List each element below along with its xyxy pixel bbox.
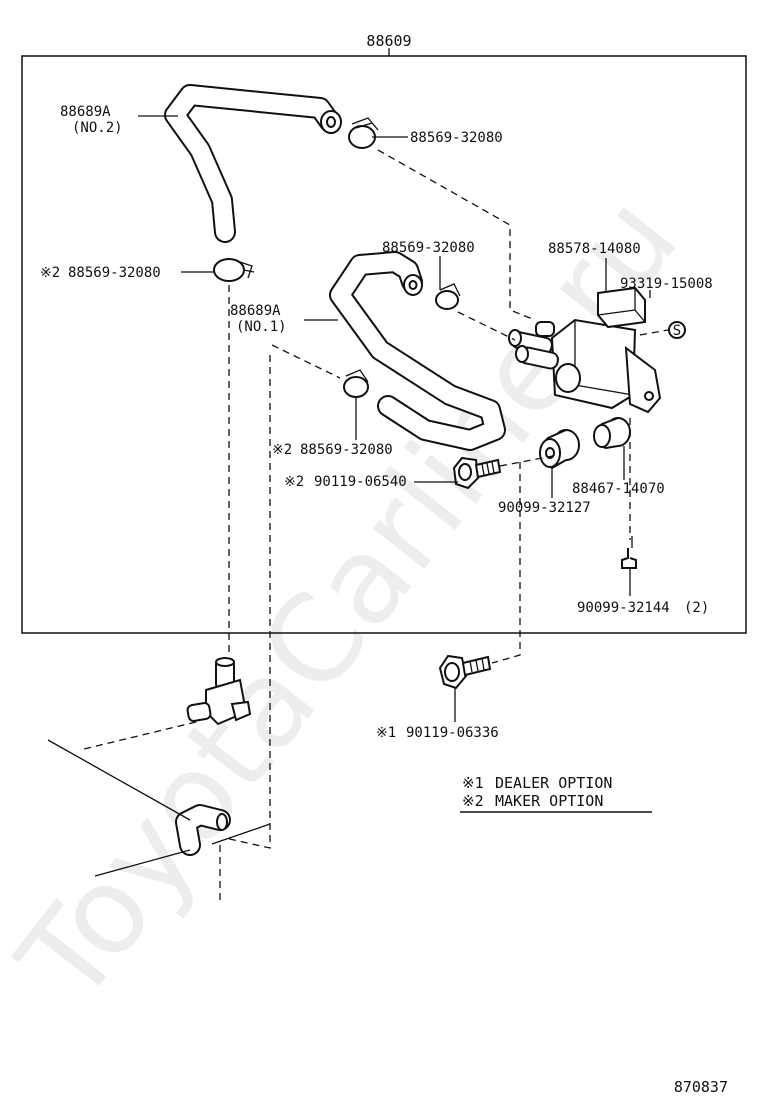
label-clip-lower-mark: ※2 [272,442,292,458]
label-cushion: 90099-32127 [498,500,591,516]
cushion [539,429,580,470]
hose-clip-mid [435,283,461,310]
label-screw: 90099-32144 [577,600,670,616]
elbow-hose [175,804,231,856]
panel-line-upper [47,739,191,821]
label-bolt-low-mark: ※1 [376,725,396,741]
hose-clip-lower [343,369,369,398]
panel-line-lower-r [211,823,271,845]
collar [593,417,631,450]
label-clip-left: 88569-32080 [68,265,161,281]
label-clip-top: 88569-32080 [410,130,503,146]
drawing-number: 870837 [674,1078,728,1096]
legend-text-1: DEALER OPTION [495,774,612,792]
hose-no2 [164,84,342,243]
bolt-mid [452,456,502,490]
assembly-number: 88609 [366,32,411,50]
legend: ※1 DEALER OPTION ※2 MAKER OPTION [460,774,652,813]
label-bolt-low: 90119-06336 [406,725,499,741]
legend-mark-1: ※1 [462,774,484,792]
s-symbol-text: S [673,323,681,339]
label-hose-no1-id: 88689A [230,303,281,319]
label-hose-no2-qual: (NO.2) [72,120,123,136]
valve-cap [597,286,646,329]
label-bolt-mid: 90119-06540 [314,474,407,490]
assembly-frame [21,55,747,634]
label-clip-lower: 88569-32080 [300,442,393,458]
hose-clip-left [213,258,255,282]
label-cap: 93319-15008 [620,276,713,292]
screw [621,536,637,569]
label-valve: 88578-14080 [548,241,641,257]
vacuum-switching-valve [508,318,662,414]
hose-no1 [329,251,506,451]
legend-mark-2: ※2 [462,792,484,810]
hose-clip-top [348,117,379,149]
label-screw-qty: (2) [684,600,709,616]
bolt-low [438,654,492,690]
pipe-fitting [186,657,252,726]
label-bolt-mid-mark: ※2 [284,474,304,490]
label-collar: 88467-14070 [572,481,665,497]
panel-line-lower [94,849,191,877]
s-symbol [668,321,686,339]
label-hose-no2-id: 88689A [60,104,111,120]
leader-lines [138,115,651,722]
routing-lines [79,149,669,900]
label-clip-mid: 88569-32080 [382,240,475,256]
label-hose-no1-qual: (NO.1) [236,319,287,335]
legend-text-2: MAKER OPTION [495,792,603,810]
label-clip-left-mark: ※2 [40,265,60,281]
